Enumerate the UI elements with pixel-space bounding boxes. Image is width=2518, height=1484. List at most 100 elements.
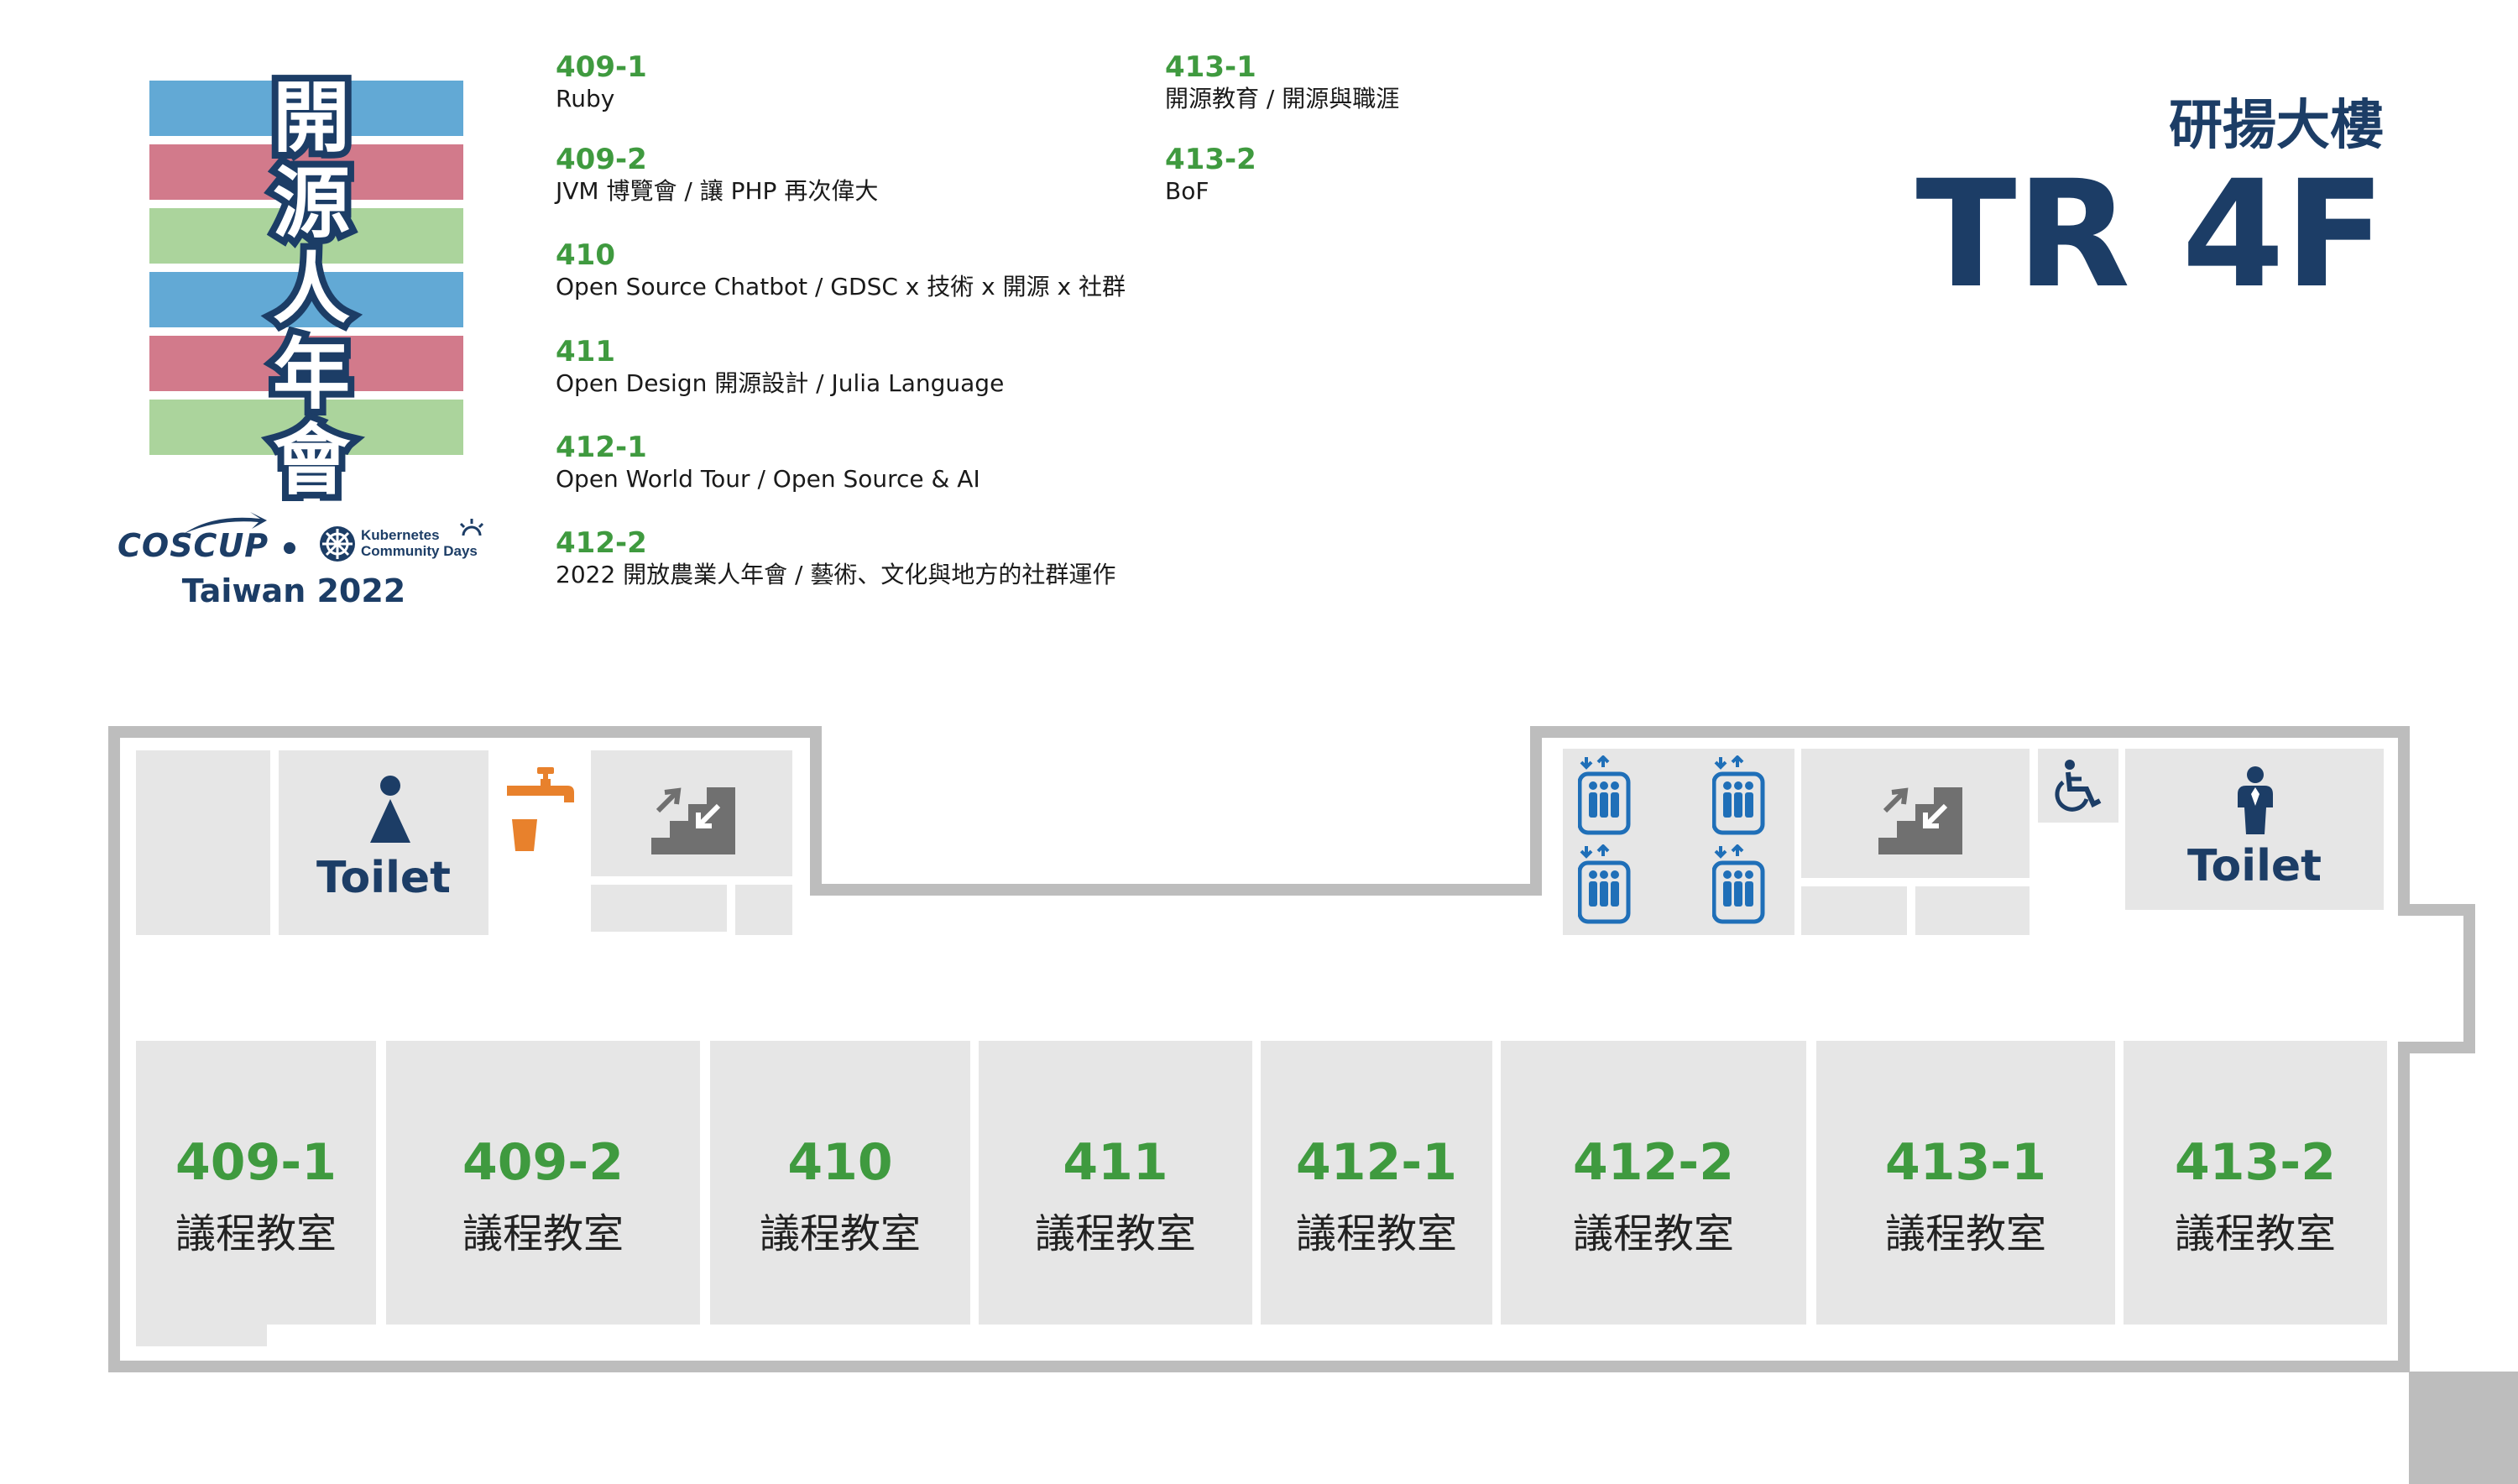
legend-item: 412-1 Open World Tour / Open Source & AI — [556, 431, 980, 494]
room-code: 409-2 — [462, 1133, 624, 1192]
legend-room-name: Open World Tour / Open Source & AI — [556, 465, 980, 493]
logo-title-char-outline: 源 — [266, 152, 357, 255]
female-toilet-room: Toilet — [279, 750, 488, 935]
female-toilet-icon — [370, 776, 410, 843]
room-412-1: 412-1 議程教室 — [1261, 1041, 1492, 1325]
room-412-2: 412-2 議程教室 — [1501, 1041, 1806, 1325]
storage-room — [1915, 886, 2030, 935]
sun-icon — [459, 519, 484, 536]
legend-room-code: 413-1 — [1165, 50, 1256, 84]
room-413-1: 413-1 議程教室 — [1816, 1041, 2115, 1325]
logo-stripe — [149, 144, 463, 200]
kcd-logo: Kubernetes Community Days — [361, 527, 478, 559]
logo-title: 開開 源源 人人 年年 會會 — [248, 55, 374, 512]
legend-room-name: 開源教育 / 開源與職涯 — [1165, 85, 1400, 112]
brand-separator-dot — [284, 542, 295, 554]
room-code: 412-2 — [1573, 1133, 1734, 1192]
legend-room-name: Open Design 開源設計 / Julia Language — [556, 369, 1005, 397]
room-413-2: 413-2 議程教室 — [2124, 1041, 2387, 1325]
room-code: 413-2 — [2175, 1133, 2336, 1192]
elevator-icon — [1712, 844, 1765, 924]
legend-room-code: 412-2 — [556, 526, 647, 560]
room-label: 議程教室 — [1295, 1210, 1457, 1257]
logo-title-char: 人 — [272, 244, 350, 334]
room-code: 409-1 — [175, 1133, 337, 1192]
legend-item: 409-1 Ruby — [556, 50, 647, 114]
floor-label: TR 4F — [1915, 149, 2385, 321]
coscup-logo: COSCUP — [118, 527, 269, 564]
legend-room-name: BoF — [1165, 177, 1209, 205]
legend-room-name: Open Source Chatbot / GDSC x 技術 x 開源 x 社… — [556, 273, 1126, 300]
legend-room-code: 411 — [556, 335, 615, 368]
elevator-icon — [1578, 844, 1631, 924]
room-code: 412-1 — [1296, 1133, 1457, 1192]
legend-item: 413-2 BoF — [1165, 143, 1256, 206]
legend-item: 413-1 開源教育 / 開源與職涯 — [1165, 50, 1399, 114]
room-label: 議程教室 — [1572, 1210, 1734, 1257]
legend-room-name: 2022 開放農業人年會 / 藝術、文化與地方的社群運作 — [556, 561, 1116, 588]
logo-title-char-outline: 人 — [266, 238, 357, 341]
logo-title-char: 開 — [272, 73, 350, 163]
logo-title-char-outline: 開 — [266, 66, 357, 170]
logo-title-char: 源 — [272, 159, 350, 248]
logo-stripe — [149, 81, 463, 136]
logo-stripe — [149, 272, 463, 327]
wall-block — [2409, 1372, 2518, 1484]
legend-room-code: 409-1 — [556, 50, 647, 84]
building-name: 研揚大樓 — [2169, 95, 2384, 157]
legend-item: 410 Open Source Chatbot / GDSC x 技術 x 開源… — [556, 238, 1126, 302]
legend-item: 411 Open Design 開源設計 / Julia Language — [556, 335, 1004, 399]
stairs-icon — [1878, 787, 1962, 854]
room-code: 413-1 — [1885, 1133, 2046, 1192]
room-label: 議程教室 — [1034, 1210, 1196, 1257]
legend-room-name: Ruby — [556, 85, 615, 112]
logo-title-char: 年 — [272, 330, 350, 420]
elevator-icon — [1578, 755, 1631, 835]
water-fountain-icon — [507, 767, 574, 851]
logo-stripe — [149, 400, 463, 455]
room-label: 議程教室 — [1884, 1210, 2046, 1257]
toilet-label: Toilet — [2186, 841, 2322, 891]
logo-title-char: 會 — [272, 415, 350, 505]
room-409-2: 409-2 議程教室 — [386, 1041, 700, 1325]
brand-row: COSCUP Kubernetes Community Days — [118, 512, 504, 567]
accessible-toilet-room — [2038, 749, 2118, 823]
room-label: 議程教室 — [759, 1210, 921, 1257]
event-label: Taiwan 2022 — [181, 572, 406, 609]
room-409-1: 409-1 議程教室 — [136, 1041, 376, 1325]
legend-room-code: 412-1 — [556, 431, 647, 464]
legend-room-name: JVM 博覽會 / 讓 PHP 再次偉大 — [556, 177, 879, 205]
stairwell — [1801, 749, 2030, 878]
storage-room — [735, 885, 792, 935]
male-toilet-icon — [2238, 766, 2273, 834]
legend-item: 409-2 JVM 博覽會 / 讓 PHP 再次偉大 — [556, 143, 878, 206]
room-409-1-alcove — [136, 1318, 267, 1346]
stairwell — [591, 750, 792, 876]
room-410: 410 議程教室 — [710, 1041, 970, 1325]
kcd-line2: Community Days — [361, 543, 478, 559]
wheelchair-icon — [2055, 760, 2102, 812]
stairs-icon — [651, 787, 735, 854]
storage-room — [591, 885, 727, 932]
logo-title-char-outline: 年 — [266, 323, 357, 426]
room-411: 411 議程教室 — [979, 1041, 1252, 1325]
kubernetes-wheel-icon — [320, 526, 355, 562]
elevator-icon — [1712, 755, 1765, 835]
room-label: 議程教室 — [175, 1210, 337, 1257]
room-code: 410 — [787, 1133, 893, 1192]
room-label: 議程教室 — [462, 1210, 624, 1257]
kcd-line1: Kubernetes — [361, 527, 440, 543]
logo-title-char-outline: 會 — [266, 409, 357, 512]
male-toilet-room: Toilet — [2125, 749, 2384, 910]
legend-room-code: 410 — [556, 238, 615, 272]
room-label: 議程教室 — [2174, 1210, 2336, 1257]
logo-stripe — [149, 208, 463, 264]
legend-room-code: 413-2 — [1165, 143, 1256, 176]
storage-room — [1801, 886, 1907, 935]
room-code: 411 — [1063, 1133, 1168, 1192]
toilet-label: Toilet — [316, 853, 452, 903]
legend-item: 412-2 2022 開放農業人年會 / 藝術、文化與地方的社群運作 — [556, 526, 1115, 590]
legend-room-code: 409-2 — [556, 143, 647, 176]
logo-stripe — [149, 336, 463, 391]
